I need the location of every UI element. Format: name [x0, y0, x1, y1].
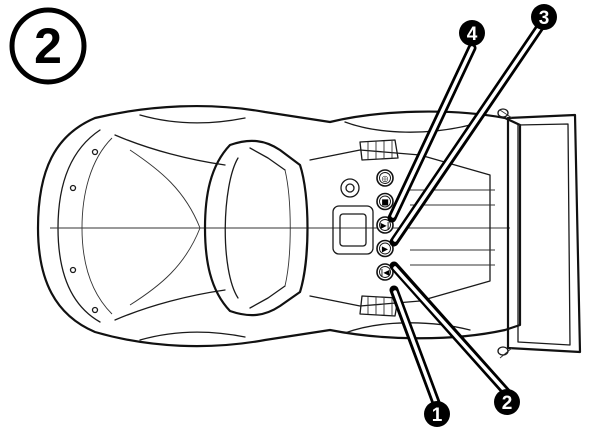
callout-label-3: 3 — [539, 8, 550, 29]
power-switch[interactable] — [340, 178, 360, 198]
play-button[interactable]: ▶ — [376, 239, 394, 258]
callout-badge-4: 4 — [459, 20, 485, 46]
leader-1-inner — [393, 290, 440, 410]
callout-label-1: 1 — [432, 405, 443, 426]
mode-button-inner-ring — [379, 172, 391, 184]
step-number: 2 — [34, 18, 62, 74]
callout-badge-3: 3 — [531, 4, 557, 30]
stop-button-icon: ■ — [381, 198, 389, 207]
mode-button-icon: ◎ — [382, 174, 389, 183]
leader-3-inner — [393, 22, 544, 242]
button-column: ◎ ■ ▶| ▶ |◀ — [376, 169, 394, 281]
stop-button-inner-ring — [379, 195, 391, 208]
leader-2-inner — [393, 266, 510, 396]
skip-next-button-icon: ▶| — [380, 221, 389, 230]
callout-label-2: 2 — [502, 393, 513, 414]
skip-next-button[interactable]: ▶| — [376, 216, 394, 234]
step-indicator: 2 — [9, 7, 87, 85]
skip-prev-button[interactable]: |◀ — [376, 263, 394, 281]
leader-lines — [387, 19, 547, 413]
callout-label-4: 4 — [467, 24, 478, 45]
car-body — [36, 104, 522, 348]
rear-wing — [497, 108, 582, 359]
play-button-inner-ring — [379, 242, 391, 255]
control-panel — [332, 178, 374, 255]
skip-next-button-inner-ring — [379, 219, 391, 231]
callout-badge-2: 2 — [494, 389, 520, 415]
callout-badge-1: 1 — [424, 401, 450, 427]
vent-top — [359, 139, 399, 161]
stop-button[interactable]: ■ — [376, 192, 394, 211]
skip-prev-button-icon: |◀ — [380, 268, 390, 277]
cockpit — [203, 139, 309, 317]
skip-prev-button-inner-ring — [379, 266, 391, 278]
play-button-icon: ▶ — [382, 245, 389, 254]
mode-button[interactable]: ◎ — [376, 169, 394, 187]
leader-4-inner — [391, 46, 474, 218]
